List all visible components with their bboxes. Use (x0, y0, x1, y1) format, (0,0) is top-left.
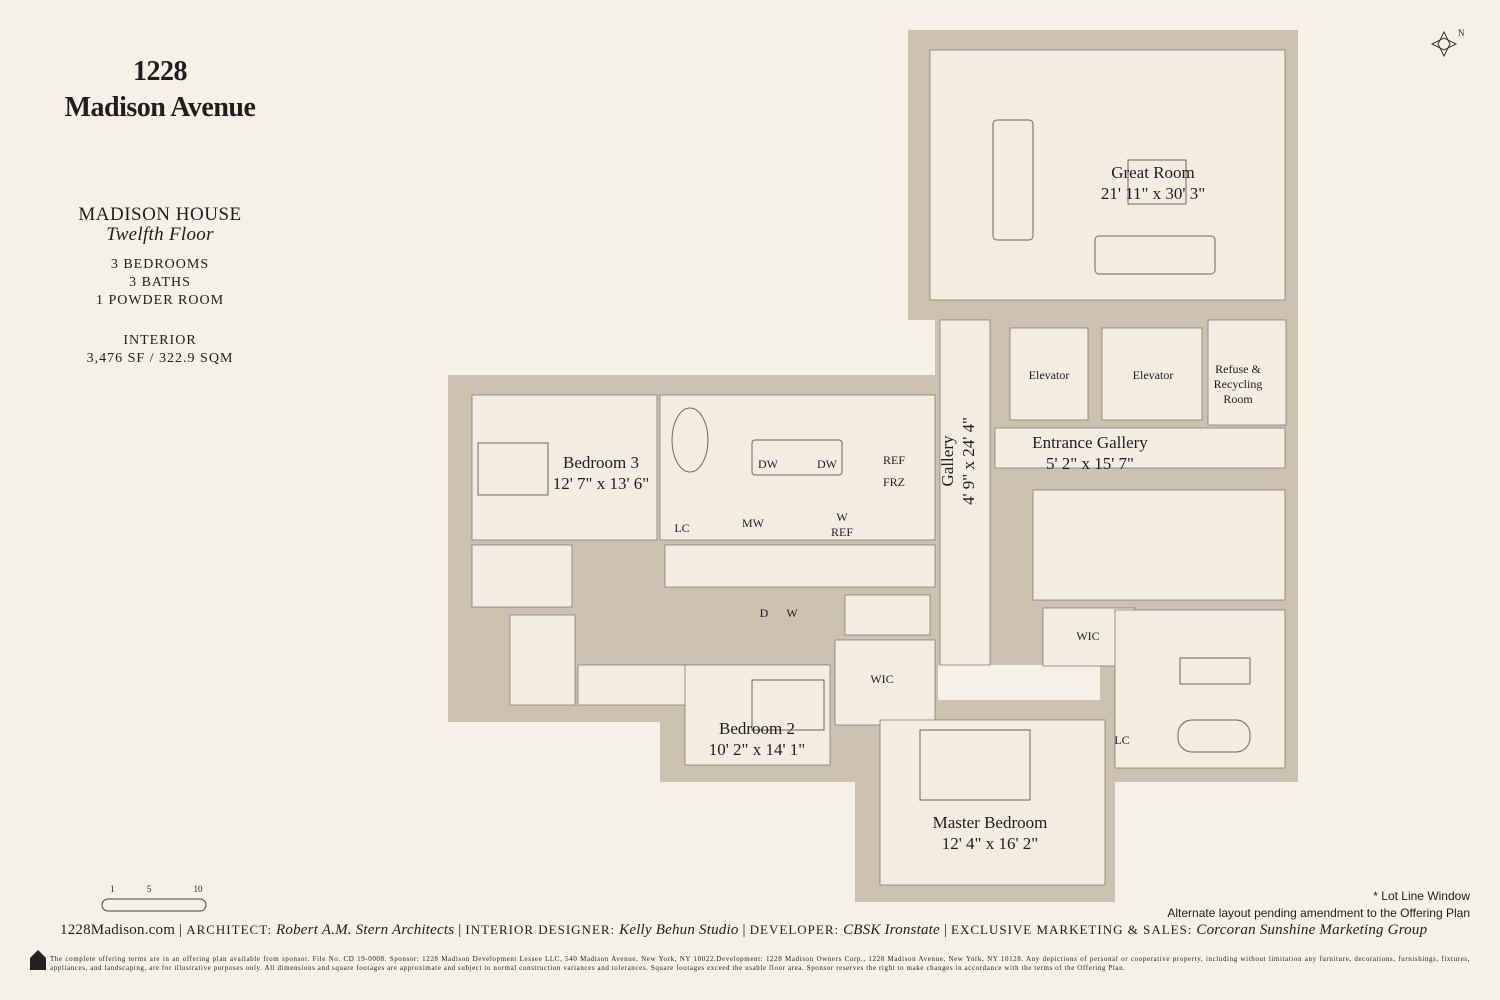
bath3b-floor (509, 614, 576, 706)
designer: Kelly Behun Studio (619, 922, 739, 938)
master-bedroom-label: Master Bedroom 12' 4" x 16' 2" (933, 812, 1048, 854)
hall-floor (664, 544, 936, 588)
room-name: Bedroom 3 (562, 453, 640, 472)
residence-info: MADISON HOUSE Twelfth Floor 3 BEDROOMS 3… (0, 204, 320, 368)
room-dims: 12' 4" x 16' 2" (941, 834, 1039, 853)
bedroom-count: 3 BEDROOMS (110, 257, 210, 272)
linen-closet-label: LC (1114, 733, 1130, 747)
residence-name: MADISON HOUSE (78, 204, 242, 225)
compass-label: N (1458, 28, 1465, 38)
master-floor (879, 719, 1106, 886)
wic-label: WIC (870, 672, 894, 686)
residence-floor: Twelfth Floor (106, 224, 214, 245)
room-name: Gallery (938, 435, 957, 487)
room-name: Bedroom 2 (718, 719, 796, 738)
bedroom3-label: Bedroom 3 12' 7" x 13' 6" (553, 452, 650, 494)
freezer-label: FRZ (882, 475, 906, 489)
refuse-room-floor (1207, 319, 1287, 426)
title-line-1: 1228 (133, 56, 188, 87)
bath-count: 3 BATHS (129, 275, 191, 290)
floors (471, 49, 1287, 886)
alternate-layout-note: Alternate layout pending amendment to th… (1167, 906, 1470, 920)
developer-label: DEVELOPER: (749, 922, 840, 937)
room-dims: 21' 11" x 30' 3" (1100, 184, 1206, 203)
wine-fridge-label: W REF (830, 510, 853, 539)
dishwasher-label: DW (758, 457, 778, 471)
scale-tick: 1 (110, 884, 115, 894)
website-link[interactable]: 1228Madison.com (60, 922, 176, 938)
dishwasher-label: DW (817, 457, 837, 471)
marketing-label: EXCLUSIVE MARKETING & SALES: (951, 922, 1193, 937)
wic1-floor (834, 639, 936, 726)
bath3a-floor (471, 544, 573, 608)
bedroom3-floor (471, 394, 658, 541)
great-room-floor (929, 49, 1286, 301)
legal-disclaimer: The complete offering terms are in an of… (50, 955, 1470, 972)
washer-label: W (786, 606, 798, 620)
room-name: Entrance Gallery (1032, 433, 1148, 452)
elevator-2-label: Elevator (1132, 368, 1174, 382)
elevator-1 (1009, 327, 1089, 421)
bedroom2-floor (684, 664, 831, 766)
entrance-gallery-floor (994, 427, 1286, 469)
home-icon (30, 950, 46, 970)
scale-ticks: 1 5 10 (110, 884, 220, 894)
interior-area: 3,476 SF / 322.9 SQM (86, 351, 234, 366)
compass-icon (1430, 30, 1458, 58)
refuse-room-label: Refuse & Recycling Room (1213, 362, 1263, 406)
elevator-1-label: Elevator (1028, 368, 1070, 382)
great-room-label: Great Room 21' 11" x 30' 3" (1101, 162, 1205, 204)
dryer-label: D (759, 606, 769, 620)
building-title: 1228 Madison Avenue (0, 54, 320, 126)
wic-label: WIC (1076, 629, 1100, 643)
kitchen-floor (659, 394, 936, 541)
room-dims: 12' 7" x 13' 6" (552, 474, 650, 493)
linen-closet-label: LC (674, 521, 690, 535)
credits: 1228Madison.com | ARCHITECT: Robert A.M.… (60, 922, 1428, 938)
scale-tick: 10 (193, 884, 203, 894)
entrance-gallery-label: Entrance Gallery 5' 2" x 15' 7" (1032, 432, 1148, 474)
gallery-floor (939, 319, 991, 666)
microwave-label: MW (742, 516, 764, 530)
room-name: Master Bedroom (932, 813, 1048, 832)
marketing: Corcoran Sunshine Marketing Group (1196, 922, 1428, 938)
powder-count: 1 POWDER ROOM (95, 293, 225, 308)
master-bath-floor (1114, 609, 1286, 769)
scale-tick: 5 (146, 884, 152, 894)
stair (1032, 489, 1286, 601)
bedroom2-label: Bedroom 2 10' 2" x 14' 1" (709, 718, 806, 760)
room-name: Great Room (1111, 163, 1195, 182)
gallery-label: Gallery 4' 9" x 24' 4" (937, 417, 979, 505)
interior-label: INTERIOR (123, 333, 197, 348)
furniture (477, 119, 1251, 801)
room-dims: 4' 9" x 24' 4" (959, 416, 978, 506)
designer-label: INTERIOR DESIGNER: (465, 922, 616, 937)
architect: Robert A.M. Stern Architects (276, 922, 455, 938)
architect-label: ARCHITECT: (186, 922, 273, 937)
powder-floor (844, 594, 931, 636)
lot-line-note: * Lot Line Window (1373, 889, 1470, 903)
lot-line-text: Lot Line Window (1381, 889, 1470, 903)
room-dims: 5' 2" x 15' 7" (1045, 454, 1135, 473)
title-line-2: Madison Avenue (64, 92, 256, 123)
developer: CBSK Ironstate (843, 922, 940, 938)
scale-bar (101, 898, 207, 912)
refrigerator-label: REF (882, 453, 906, 467)
elevator-2 (1101, 327, 1203, 421)
room-dims: 10' 2" x 14' 1" (708, 740, 806, 759)
